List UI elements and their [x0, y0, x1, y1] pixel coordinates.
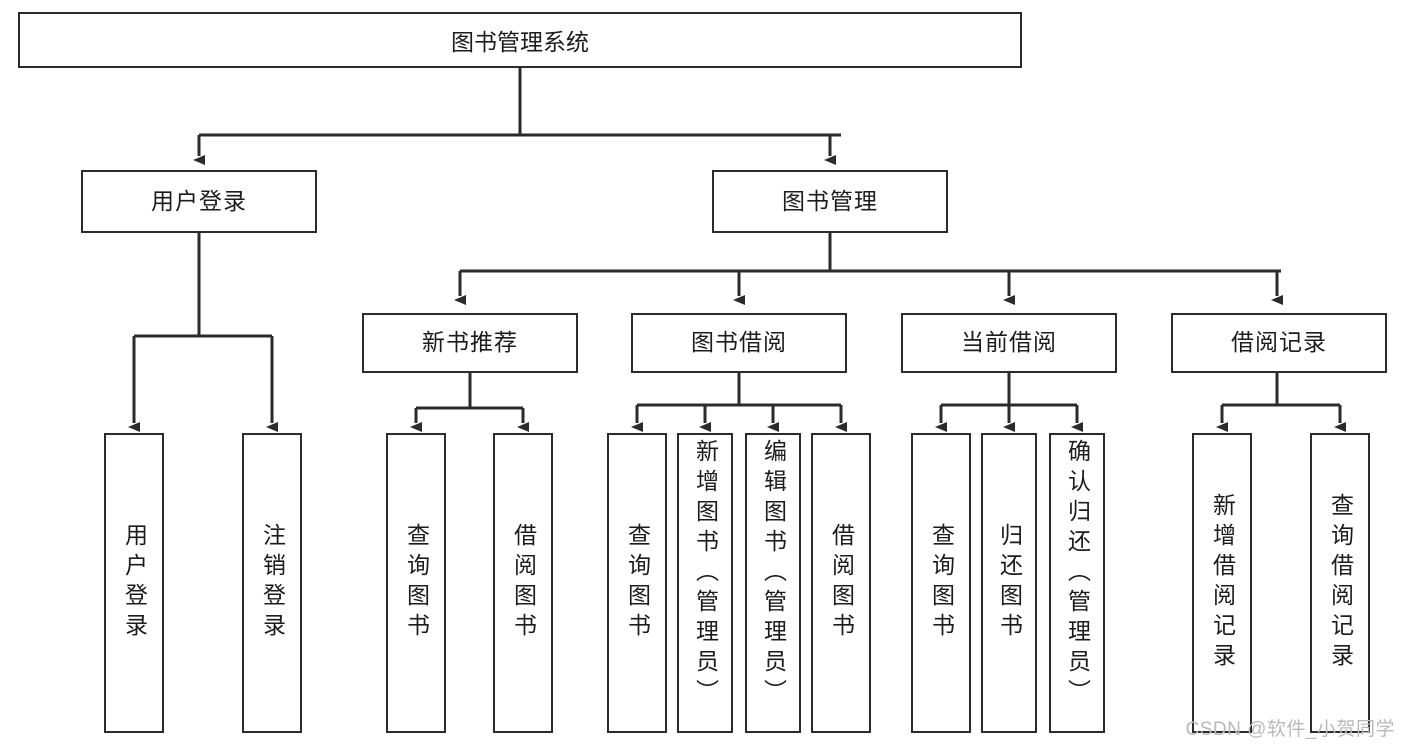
- node-leaf-add-record-label: 新增借阅记录: [1209, 493, 1236, 673]
- node-user-login-label: 用户登录: [151, 187, 247, 214]
- node-root[interactable]: 图书管理系统: [18, 12, 1022, 68]
- node-leaf-query-book-2[interactable]: 查询图书: [607, 433, 667, 733]
- node-leaf-edit-book[interactable]: 编辑图书（管理员）: [745, 433, 801, 733]
- node-borrow-record[interactable]: 借阅记录: [1171, 313, 1387, 373]
- node-user-login[interactable]: 用户登录: [81, 170, 317, 233]
- node-current-borrow[interactable]: 当前借阅: [901, 313, 1117, 373]
- node-leaf-query-book-3-label: 查询图书: [928, 523, 955, 643]
- node-leaf-query-book-1-label: 查询图书: [403, 523, 430, 643]
- node-borrow-record-label: 借阅记录: [1231, 329, 1327, 356]
- node-leaf-query-record[interactable]: 查询借阅记录: [1310, 433, 1370, 733]
- node-leaf-confirm-return[interactable]: 确认归还（管理员）: [1049, 433, 1105, 733]
- node-new-book-recommend-label: 新书推荐: [422, 329, 518, 356]
- node-leaf-logout-login-label: 注销登录: [259, 523, 286, 643]
- node-book-manage[interactable]: 图书管理: [712, 170, 948, 233]
- node-leaf-query-record-label: 查询借阅记录: [1327, 493, 1354, 673]
- node-leaf-add-book-label: 新增图书（管理员）: [692, 439, 719, 709]
- csdn-watermark: CSDN @软件_小贺同学: [1185, 719, 1395, 740]
- node-new-book-recommend[interactable]: 新书推荐: [362, 313, 578, 373]
- node-leaf-add-book[interactable]: 新增图书（管理员）: [677, 433, 733, 733]
- node-leaf-borrow-book-2[interactable]: 借阅图书: [811, 433, 871, 733]
- node-book-borrow[interactable]: 图书借阅: [631, 313, 847, 373]
- node-leaf-borrow-book-1[interactable]: 借阅图书: [493, 433, 553, 733]
- node-leaf-borrow-book-1-label: 借阅图书: [510, 523, 537, 643]
- node-leaf-return-book-label: 归还图书: [996, 523, 1023, 643]
- node-book-borrow-label: 图书借阅: [691, 329, 787, 356]
- node-leaf-return-book[interactable]: 归还图书: [981, 433, 1037, 733]
- node-leaf-query-book-2-label: 查询图书: [624, 523, 651, 643]
- node-leaf-borrow-book-2-label: 借阅图书: [828, 523, 855, 643]
- node-leaf-query-book-3[interactable]: 查询图书: [911, 433, 971, 733]
- node-book-manage-label: 图书管理: [782, 187, 878, 214]
- node-leaf-confirm-return-label: 确认归还（管理员）: [1064, 439, 1091, 709]
- node-root-label: 图书管理系统: [451, 29, 589, 55]
- node-current-borrow-label: 当前借阅: [961, 329, 1057, 356]
- node-leaf-edit-book-label: 编辑图书（管理员）: [760, 439, 787, 709]
- node-leaf-add-record[interactable]: 新增借阅记录: [1192, 433, 1252, 733]
- node-leaf-query-book-1[interactable]: 查询图书: [386, 433, 446, 733]
- node-leaf-user-login[interactable]: 用户登录: [104, 433, 164, 733]
- node-leaf-logout-login[interactable]: 注销登录: [242, 433, 302, 733]
- node-leaf-user-login-label: 用户登录: [121, 523, 148, 643]
